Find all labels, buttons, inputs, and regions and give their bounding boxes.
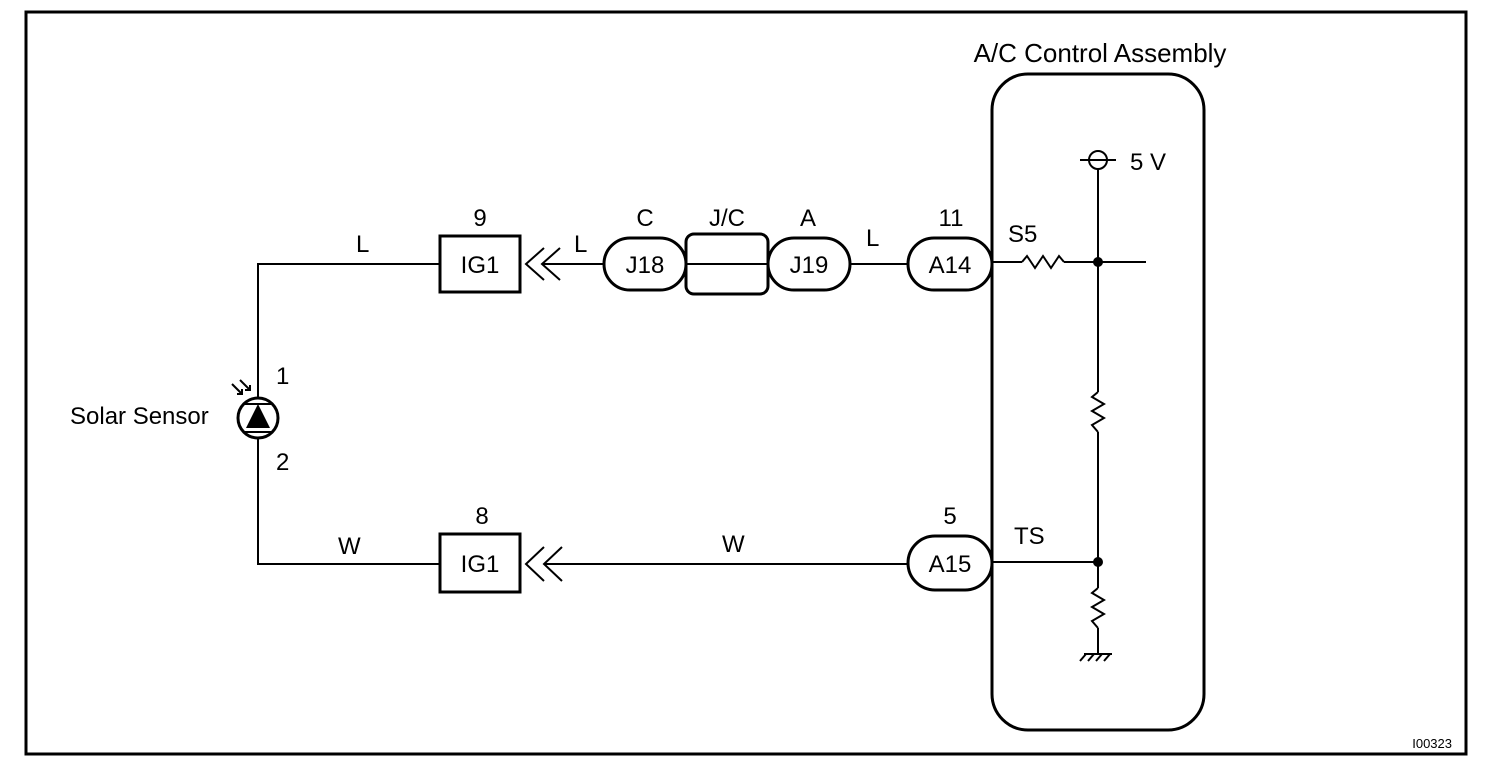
control-assembly-title: A/C Control Assembly (974, 38, 1227, 68)
j19-label: J19 (790, 252, 829, 279)
ground-icon (1079, 653, 1112, 662)
upper-wire-sensor (257, 263, 440, 398)
a15-pin-label: 5 (943, 503, 956, 530)
upper-ig1-connector (438, 234, 522, 294)
supply-5v-label: 5 V (1130, 149, 1166, 176)
supply-5v-symbol (1080, 150, 1116, 262)
lower-wire-color-label: W (338, 533, 361, 560)
lower-wire-sensor (257, 438, 440, 565)
diagram-frame (24, 10, 1468, 756)
jc-label: J/C (709, 205, 745, 232)
a15-connector (906, 534, 994, 592)
terminal-ts-label: TS (1014, 523, 1045, 550)
control-assembly-box (990, 72, 1206, 732)
upper-mid-wire-color-label: L (574, 231, 587, 258)
figure-id-label: I00323 (1412, 736, 1452, 751)
a15-label: A15 (929, 551, 972, 578)
upper-ig1-label: IG1 (461, 252, 500, 279)
s5-resistor-symbol (1021, 254, 1065, 270)
lower-right-wire-color-label: W (722, 531, 745, 558)
sensor-pin-2-label: 2 (276, 449, 289, 476)
solar-sensor-label: Solar Sensor (70, 403, 209, 430)
upper-right-wire-color-label: L (866, 225, 879, 252)
solar-sensor-icon (231, 379, 280, 440)
a14-connector (906, 236, 994, 292)
lower-ig1-pin-label: 8 (475, 503, 488, 530)
upper-wire-color-label: L (356, 231, 369, 258)
j18-label: J18 (626, 252, 665, 279)
j19-pin-label: A (800, 205, 816, 232)
upper-ig1-pin-label: 9 (473, 205, 486, 232)
lower-ig1-label: IG1 (461, 551, 500, 578)
j18-pin-label: C (636, 205, 653, 232)
a14-label: A14 (929, 252, 972, 279)
a14-pin-label: 11 (939, 205, 964, 232)
divider-resistor-lower (1090, 587, 1106, 629)
lower-ig1-connector (438, 532, 522, 594)
divider-resistor-upper (1090, 391, 1106, 433)
terminal-s5-label: S5 (1008, 221, 1037, 248)
sensor-pin-1-label: 1 (276, 363, 289, 390)
